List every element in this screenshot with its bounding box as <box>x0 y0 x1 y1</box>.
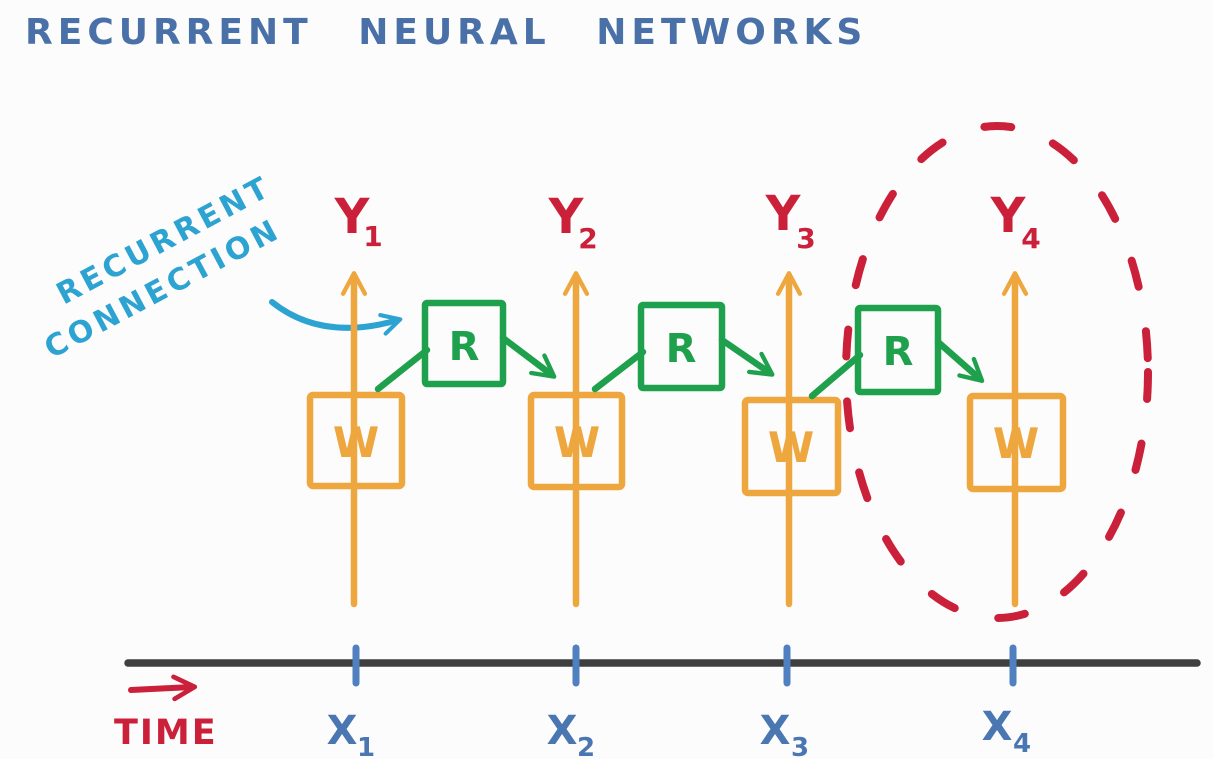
input-label-x2: X <box>547 708 578 754</box>
output-sub-y2: 2 <box>578 222 597 255</box>
recurrent-box-2 <box>637 301 726 392</box>
recurrent-box-3 <box>854 304 942 396</box>
recurrent-label-1: R <box>449 324 480 370</box>
input-label-x4: X <box>982 704 1013 750</box>
recurrent-link-out-2 <box>718 336 775 377</box>
recurrent-link-out-1 <box>499 334 557 379</box>
output-label-y1: Y <box>334 189 371 245</box>
output-label-y4: Y <box>990 188 1027 244</box>
weight-box-2 <box>527 391 626 491</box>
input-sub-x4: 4 <box>1013 729 1031 759</box>
recurrent-label-3: R <box>883 329 914 375</box>
weight-label-4: W <box>993 419 1039 468</box>
output-sub-y4: 4 <box>1021 222 1040 255</box>
weight-label-1: W <box>333 418 379 467</box>
weight-box-4 <box>966 392 1067 493</box>
weight-box-1 <box>306 391 406 490</box>
input-label-x1: X <box>327 708 358 754</box>
recurrent-connection-annotation: RECURRENT CONNECTION <box>39 169 287 366</box>
recurrent-label-2: R <box>666 326 697 372</box>
input-sub-x3: 3 <box>791 733 809 759</box>
input-sub-x2: 2 <box>577 733 595 759</box>
recurrent-link-out-3 <box>934 338 985 383</box>
recurrent-link-in-2 <box>591 348 647 393</box>
recurrent-link-in-3 <box>808 351 864 400</box>
output-label-y2: Y <box>548 189 585 245</box>
output-sub-y3: 3 <box>796 222 815 255</box>
weight-label-3: W <box>768 423 814 472</box>
page-title: RECURRENT NEURAL NETWORKS <box>25 12 867 53</box>
recurrent-connection-arrow <box>269 299 403 336</box>
output-sub-y1: 1 <box>363 220 382 253</box>
weight-label-2: W <box>554 418 600 467</box>
time-arrow-icon <box>128 674 198 702</box>
time-axis-label: TIME <box>114 713 218 753</box>
highlight-ellipse <box>842 122 1152 622</box>
input-label-x3: X <box>760 708 791 754</box>
input-sub-x1: 1 <box>357 733 375 759</box>
weight-box-3 <box>741 396 842 497</box>
recurrent-box-1 <box>421 299 507 388</box>
output-label-y3: Y <box>765 186 802 242</box>
recurrent-link-in-1 <box>374 346 431 393</box>
